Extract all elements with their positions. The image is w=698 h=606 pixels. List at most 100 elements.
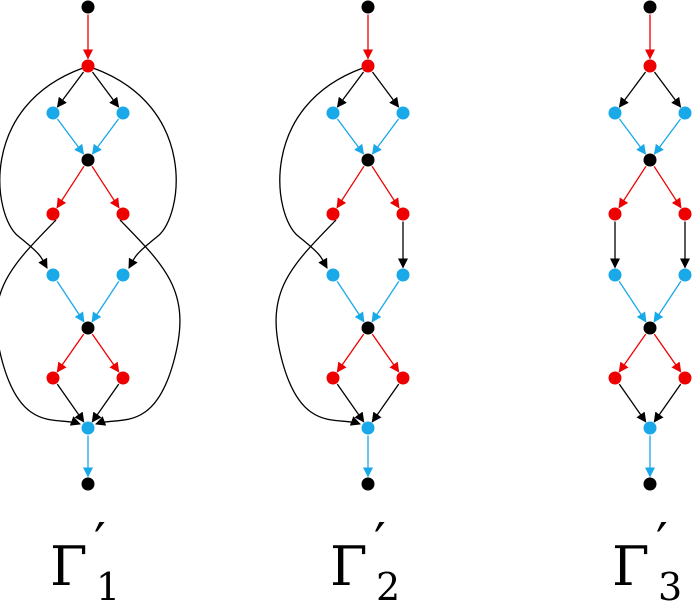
node-b2l bbox=[46, 268, 60, 282]
edge-b2r-to-k2 bbox=[371, 280, 400, 323]
edge-r3l-to-b3 bbox=[336, 383, 365, 423]
edges bbox=[610, 14, 690, 478]
node-r2r bbox=[678, 207, 692, 221]
edge-k1-to-r2l bbox=[56, 165, 85, 209]
edge-r3r-to-b3 bbox=[91, 383, 120, 423]
node-r2l bbox=[46, 207, 60, 221]
graph-gamma-3 bbox=[608, 0, 692, 491]
label-symbol: Γ bbox=[612, 535, 649, 598]
edge-b2l-to-k2 bbox=[56, 280, 85, 323]
node-r3l bbox=[46, 371, 60, 385]
node-k2 bbox=[643, 321, 657, 335]
node-b3 bbox=[81, 421, 95, 435]
label-prime: ′ bbox=[656, 513, 668, 573]
node-r2r bbox=[116, 207, 130, 221]
edge-k2-to-r3r bbox=[653, 333, 682, 373]
edge-r3r-to-b3 bbox=[371, 383, 400, 423]
edge-k2-to-r3l bbox=[56, 333, 85, 373]
edge-r3l-to-b3 bbox=[56, 383, 85, 423]
edge-b1r-to-k1 bbox=[371, 118, 400, 155]
node-bottom bbox=[361, 477, 375, 491]
edge-b1r-to-k1 bbox=[653, 118, 682, 155]
node-r1 bbox=[81, 59, 95, 73]
node-b2r bbox=[396, 268, 410, 282]
node-r3r bbox=[678, 371, 692, 385]
edge-k1-to-r2l bbox=[618, 165, 647, 209]
node-r1 bbox=[361, 59, 375, 73]
edge-r3l-to-b3 bbox=[618, 383, 647, 423]
node-r3l bbox=[608, 371, 622, 385]
nodes bbox=[326, 0, 410, 491]
node-b2l bbox=[608, 268, 622, 282]
node-k1 bbox=[361, 153, 375, 167]
edge-k1-to-r2r bbox=[371, 165, 400, 209]
edge-k1-to-r2r bbox=[653, 165, 682, 209]
node-k1 bbox=[81, 153, 95, 167]
graph-gamma-1 bbox=[0, 0, 181, 491]
node-k2 bbox=[81, 321, 95, 335]
node-k1 bbox=[643, 153, 657, 167]
edge-b1l-to-k1 bbox=[336, 118, 365, 155]
node-r3r bbox=[116, 371, 130, 385]
edge-k1-to-r2l bbox=[336, 165, 365, 209]
edge-r1-to-b2l bbox=[0, 67, 84, 269]
edge-r1-to-b1l bbox=[336, 71, 365, 108]
edge-k2-to-r3l bbox=[618, 333, 647, 373]
node-r2l bbox=[326, 207, 340, 221]
node-b1r bbox=[678, 106, 692, 120]
label-symbol: Γ bbox=[330, 535, 367, 598]
node-top bbox=[361, 0, 375, 14]
node-r3r bbox=[396, 371, 410, 385]
edge-r2r-to-b3 bbox=[95, 219, 181, 426]
label-prime: ′ bbox=[94, 513, 106, 573]
edge-r2l-to-b3 bbox=[0, 219, 81, 426]
edge-b2l-to-k2 bbox=[336, 280, 365, 323]
label-gamma-3: Γ ′ 3 bbox=[612, 513, 682, 606]
label-gamma-2: Γ ′ 2 bbox=[330, 513, 400, 606]
label-subscript: 3 bbox=[658, 565, 682, 606]
edge-b1l-to-k1 bbox=[618, 118, 647, 155]
edge-k2-to-r3r bbox=[371, 333, 400, 373]
edge-r1-to-b1r bbox=[91, 71, 120, 108]
label-subscript: 2 bbox=[376, 565, 400, 606]
node-b2r bbox=[678, 268, 692, 282]
label-gamma-1: Γ ′ 1 bbox=[50, 513, 120, 606]
node-b1l bbox=[46, 106, 60, 120]
label-subscript: 1 bbox=[96, 565, 120, 606]
node-r2l bbox=[608, 207, 622, 221]
edge-k2-to-r3l bbox=[336, 333, 365, 373]
edges bbox=[275, 14, 408, 478]
edge-r1-to-b1r bbox=[371, 71, 400, 108]
edge-b2r-to-k2 bbox=[653, 280, 682, 323]
edge-r3r-to-b3 bbox=[653, 383, 682, 423]
edge-r1-to-b2r bbox=[92, 67, 177, 269]
node-r2r bbox=[396, 207, 410, 221]
edge-r1-to-b1r bbox=[653, 71, 682, 108]
edge-b1r-to-k1 bbox=[91, 118, 120, 155]
edge-r2l-to-b3 bbox=[275, 219, 361, 426]
label-prime: ′ bbox=[374, 513, 386, 573]
edge-b1l-to-k1 bbox=[56, 118, 85, 155]
node-b3 bbox=[643, 421, 657, 435]
node-b3 bbox=[361, 421, 375, 435]
node-b2l bbox=[326, 268, 340, 282]
label-symbol: Γ bbox=[50, 535, 87, 598]
node-k2 bbox=[361, 321, 375, 335]
node-b1l bbox=[608, 106, 622, 120]
node-b1l bbox=[326, 106, 340, 120]
graph-gamma-2 bbox=[275, 0, 410, 491]
node-r3l bbox=[326, 371, 340, 385]
node-b2r bbox=[116, 268, 130, 282]
node-b1r bbox=[116, 106, 130, 120]
nodes bbox=[608, 0, 692, 491]
edge-b2l-to-k2 bbox=[618, 280, 647, 323]
edge-k2-to-r3r bbox=[91, 333, 120, 373]
edge-r1-to-b1l bbox=[618, 71, 647, 108]
node-b1r bbox=[396, 106, 410, 120]
edges bbox=[0, 14, 181, 478]
node-r1 bbox=[643, 59, 657, 73]
edge-r1-to-b1l bbox=[56, 71, 85, 108]
node-top bbox=[643, 0, 657, 14]
nodes bbox=[46, 0, 130, 491]
